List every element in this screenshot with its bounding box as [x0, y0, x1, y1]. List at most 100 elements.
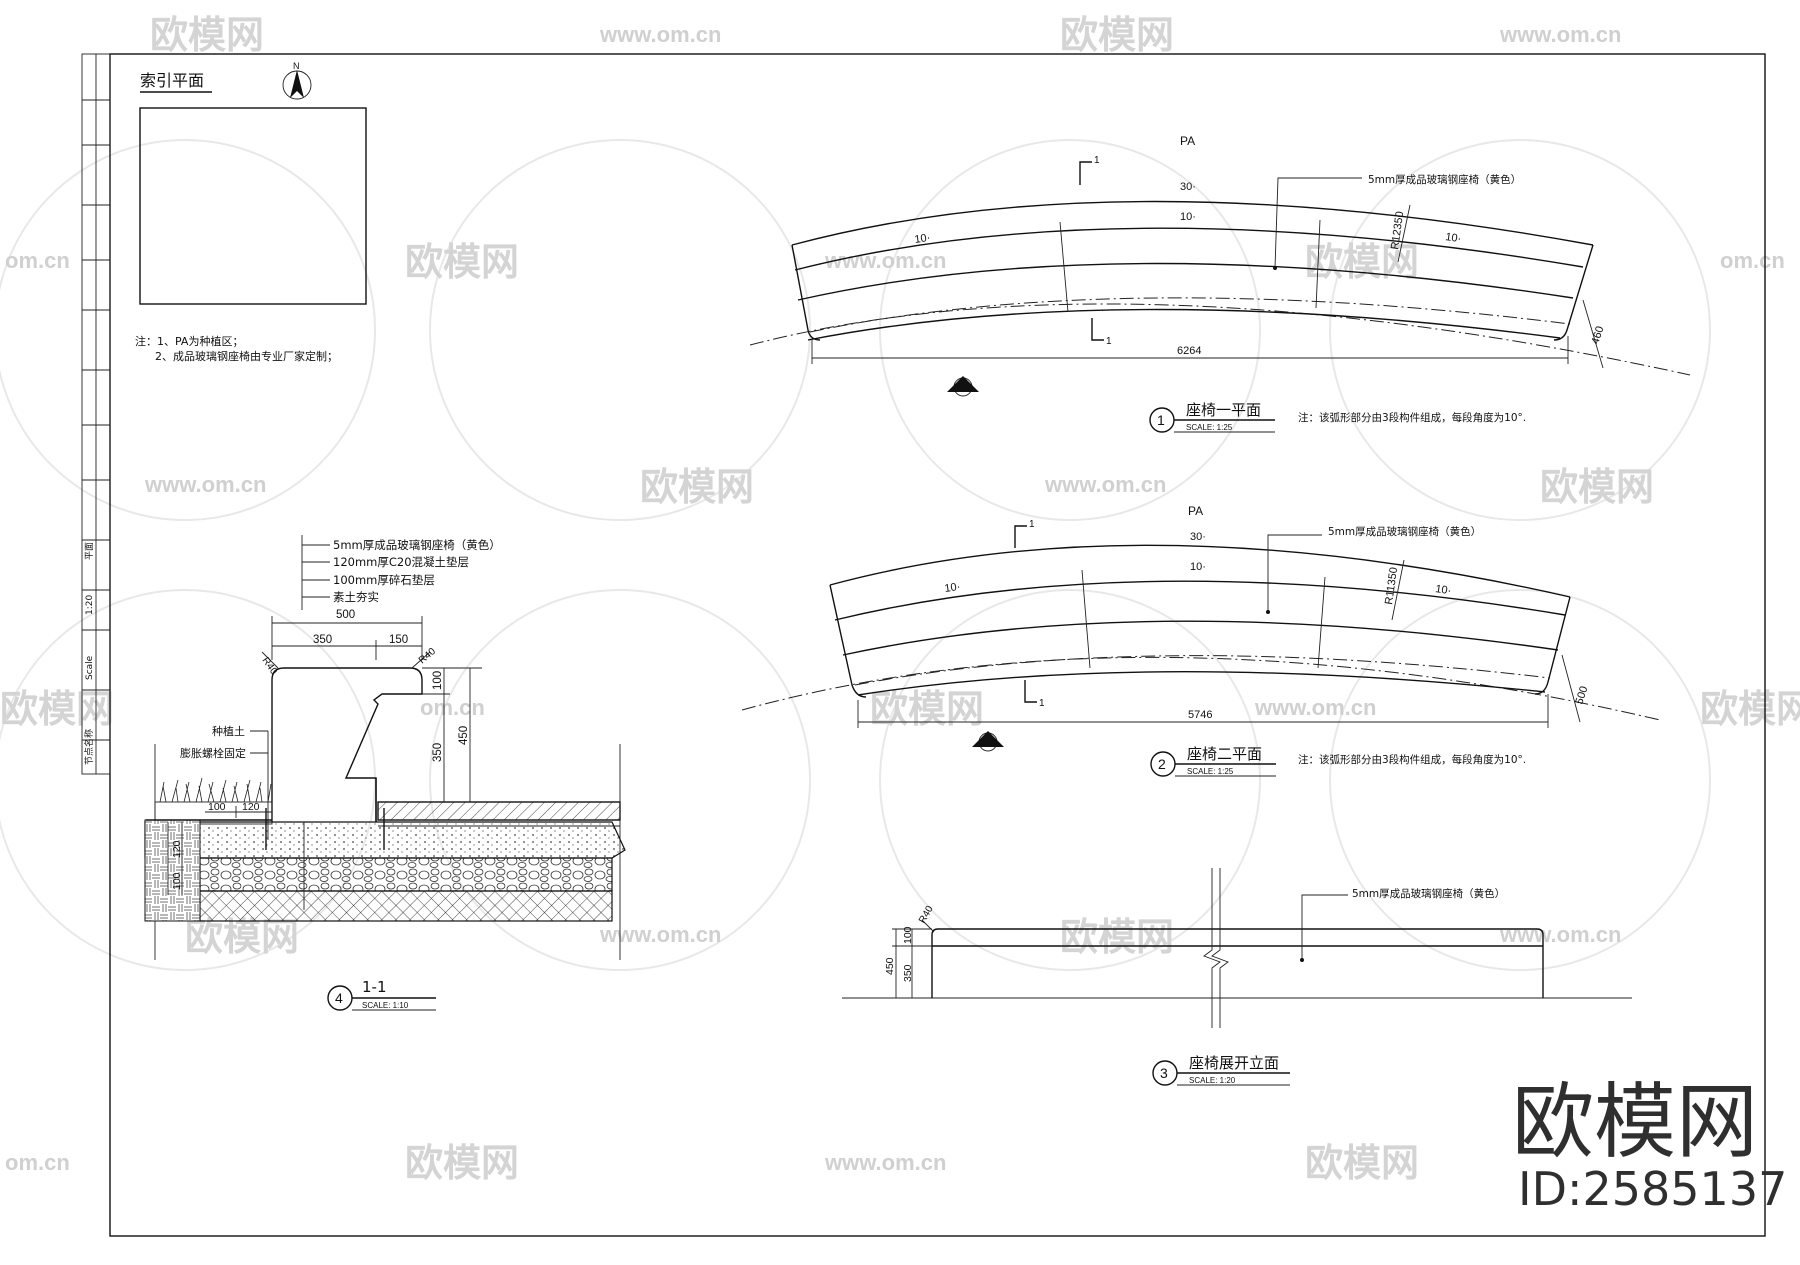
elevation-mark-icon: 3 — [972, 731, 1004, 752]
watermark-url: om.cn — [420, 695, 485, 720]
watermark-brand: 欧模网 — [405, 240, 519, 284]
watermark-brand: 欧模网 — [405, 1141, 519, 1185]
drawing-number: 4 — [335, 990, 343, 1006]
watermark-url: om.cn — [5, 1150, 70, 1175]
radius-label: R12350 — [1389, 211, 1406, 251]
watermark-brand: 欧模网 — [640, 465, 754, 509]
north-arrow-icon: N — [282, 61, 312, 100]
angle-label: 10· — [1180, 211, 1196, 223]
angle-label: 30· — [1180, 181, 1196, 193]
watermark-url: www.om.cn — [144, 472, 266, 497]
drawing-title-2: 2 座椅二平面 SCALE: 1:25 注：该弧形部分由3段构件组成，每段角度为… — [1150, 745, 1526, 777]
angle-label: 10· — [914, 232, 931, 246]
concrete-layer — [144, 821, 626, 859]
watermark-brand: 欧模网 — [1540, 465, 1654, 509]
drawing-number: 3 — [1160, 1065, 1168, 1081]
title-block-text: Scale — [85, 655, 95, 680]
dimension-label: 500 — [336, 609, 355, 621]
radius-label: R11350 — [1383, 566, 1400, 605]
angle-label: 30· — [1190, 531, 1206, 543]
index-plan-title: 索引平面 — [140, 71, 204, 90]
planting-area-label: PA — [1180, 134, 1195, 148]
section-mark-bottom: 1 — [1091, 318, 1112, 347]
title-block-text: 1:20 — [85, 595, 95, 615]
depth-dimension: 460 — [1589, 325, 1606, 346]
watermark-url: www.om.cn — [824, 248, 946, 273]
drawing-scale: SCALE: 1:25 — [1187, 767, 1234, 776]
height-dimension: 100 — [902, 926, 914, 944]
watermark-url: om.cn — [5, 248, 70, 273]
watermark-url: www.om.cn — [599, 22, 721, 47]
watermark-url: www.om.cn — [1044, 472, 1166, 497]
drawing-title: 1-1 — [362, 978, 387, 996]
drawing-number: 2 — [1158, 756, 1166, 772]
angle-label: 10· — [1190, 561, 1206, 573]
radius-label: R40 — [417, 646, 438, 667]
svg-text:1: 1 — [1106, 336, 1112, 347]
svg-text:1: 1 — [1029, 519, 1035, 530]
depth-dimension: 500 — [1573, 685, 1590, 706]
angle-label: 10· — [944, 581, 961, 595]
section-mark-top: 1 — [1079, 155, 1100, 185]
drawing-scale: SCALE: 1:10 — [362, 1001, 409, 1010]
watermark-brand: 欧模网 — [870, 687, 984, 731]
watermark-brand: 欧模网 — [1305, 1141, 1419, 1185]
layer-callout: 素土夯实 — [333, 590, 379, 604]
index-plan-box — [139, 107, 367, 305]
layer-callout: 5mm厚成品玻璃钢座椅（黄色） — [333, 538, 501, 552]
svg-text:3: 3 — [960, 384, 965, 393]
watermark-brand: 欧模网 — [1700, 687, 1800, 731]
drawing-title: 座椅二平面 — [1187, 745, 1262, 763]
index-plan-note: 2、成品玻璃钢座椅由专业厂家定制； — [155, 349, 338, 363]
dimension-label: 120 — [242, 801, 260, 813]
watermark-url: om.cn — [1720, 248, 1785, 273]
section-mark-top: 1 — [1014, 519, 1035, 548]
watermark-layer: 欧模网 www.om.cn 欧模网 www.om.cn 欧模网 om.cn ww… — [0, 13, 1800, 1185]
watermark-brand: 欧模网 — [0, 687, 114, 731]
dimension-label: 120 — [171, 840, 183, 858]
paving-slab — [377, 801, 621, 821]
title-block-text: 节点名称 — [83, 729, 95, 765]
drawing-title-3: 3 座椅展开立面 SCALE: 1:20 — [1152, 1054, 1290, 1086]
drawing-scale: SCALE: 1:20 — [1189, 1076, 1236, 1085]
svg-text:3: 3 — [985, 739, 990, 748]
brand-watermark: 欧模网 ID:2585137 — [1512, 1075, 1787, 1216]
svg-text:1: 1 — [1039, 698, 1045, 709]
svg-text:N: N — [293, 61, 300, 71]
svg-text:1: 1 — [1094, 155, 1100, 166]
planting-area-label: PA — [1188, 504, 1203, 518]
radius-label: R40 — [917, 904, 936, 926]
section-1-1: 5mm厚成品玻璃钢座椅（黄色） 120mm厚C20混凝土垫层 100mm厚碎石垫… — [144, 535, 626, 1011]
side-label: 膨胀螺栓固定 — [180, 746, 246, 760]
index-plan: 索引平面 N 注：1、PA为种植区； 2、成品玻璃钢座椅由专业厂家定制； — [135, 61, 367, 363]
dimension-label: 450 — [458, 726, 470, 745]
drawing-title-4: 4 1-1 SCALE: 1:10 — [327, 978, 436, 1011]
drawing-scale: SCALE: 1:25 — [1186, 423, 1233, 432]
bench-plan-2: PA 1 30· 10· 10· 10· 5mm厚成品玻璃钢座椅（黄色） R11… — [741, 504, 1661, 777]
bench-elevation: 5mm厚成品玻璃钢座椅（黄色） R40 100 350 450 3 座椅展开立面… — [842, 868, 1632, 1086]
height-dimension: 450 — [884, 957, 896, 975]
material-leader: 5mm厚成品玻璃钢座椅（黄色） — [1368, 173, 1521, 186]
gravel-layer — [199, 857, 613, 892]
watermark-url: www.om.cn — [599, 922, 721, 947]
dimension-label: 350 — [432, 743, 444, 762]
asset-id-label: ID:2585137 — [1518, 1162, 1787, 1216]
title-block-text: 平面 — [84, 542, 95, 560]
title-block-strip: 平面 1:20 Scale 节点名称 — [81, 53, 111, 775]
dimension-label: 150 — [389, 634, 408, 646]
drawing-title: 座椅一平面 — [1186, 401, 1261, 419]
layer-callout: 120mm厚C20混凝土垫层 — [333, 555, 469, 569]
drawing-note: 注：该弧形部分由3段构件组成，每段角度为10°. — [1298, 753, 1526, 766]
compacted-soil-layer — [199, 890, 613, 922]
radius-label: R40 — [260, 655, 280, 677]
watermark-url: www.om.cn — [824, 1150, 946, 1175]
width-dimension: 6264 — [1177, 345, 1201, 357]
watermark-brand: 欧模网 — [1060, 915, 1174, 959]
dimension-label: 350 — [313, 634, 332, 646]
material-leader: 5mm厚成品玻璃钢座椅（黄色） — [1352, 887, 1505, 900]
watermark-url: www.om.cn — [1499, 22, 1621, 47]
index-plan-note: 注：1、PA为种植区； — [135, 334, 243, 348]
section-mark-bottom: 1 — [1024, 680, 1045, 709]
watermark-url: www.om.cn — [1499, 922, 1621, 947]
grass-icon — [159, 777, 272, 803]
